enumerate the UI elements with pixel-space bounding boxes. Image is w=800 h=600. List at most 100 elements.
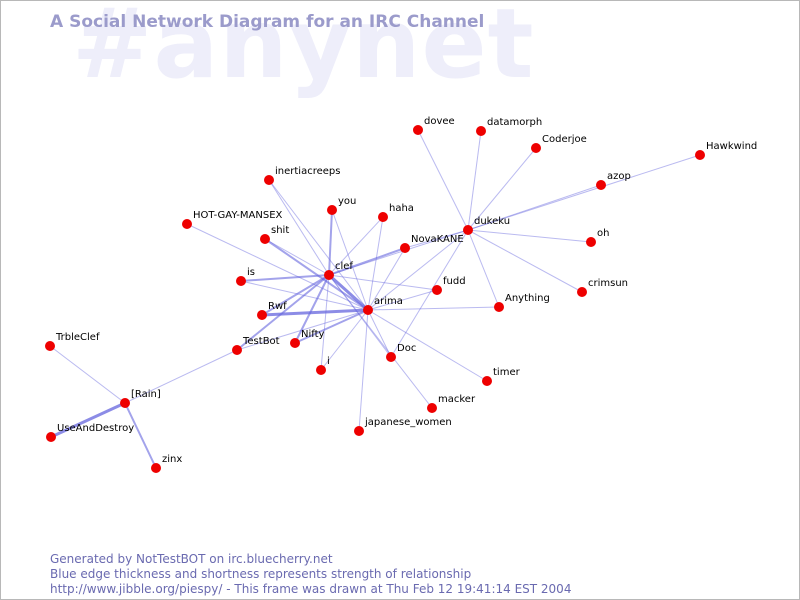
node-shit <box>260 234 270 244</box>
edge-dukeku-coderjoe <box>467 147 537 231</box>
edge-clef-macker <box>328 274 433 409</box>
node-you <box>327 205 337 215</box>
node-anything <box>494 302 504 312</box>
node-datamorph <box>476 126 486 136</box>
footer-generated-by: Generated by NotTestBOT on irc.bluecherr… <box>50 552 333 566</box>
edge-arima-rwf <box>261 308 369 317</box>
node-azop <box>596 180 606 190</box>
node-hawkwind <box>695 150 705 160</box>
edge-dukeku-oh <box>467 229 592 243</box>
edge-arima-you <box>331 209 369 311</box>
edge-arima-haha <box>367 216 384 311</box>
edge-dukeku-doc <box>390 229 469 358</box>
node-label-clef: clef <box>335 261 353 272</box>
node-label-anything: Anything <box>505 293 550 304</box>
edge-arima-hot-gay-mansex <box>186 223 369 311</box>
node-doc <box>386 352 396 362</box>
node-label-inertiacreeps: inertiacreeps <box>275 166 340 177</box>
node-label-you: you <box>338 196 356 207</box>
node-trbleclef <box>45 341 55 351</box>
node-is <box>236 276 246 286</box>
node-japanese-women <box>354 426 364 436</box>
node-fudd <box>432 285 442 295</box>
footer-frame-info: http://www.jibble.org/piespy/ - This fra… <box>50 582 572 596</box>
node-label-oh: oh <box>597 228 609 239</box>
node-haha <box>378 212 388 222</box>
node-label-dukeku: dukeku <box>474 216 510 227</box>
edge-dukeku-datamorph <box>467 130 482 231</box>
edge-clef-nifty <box>294 274 330 344</box>
edge-dukeku-hawkwind <box>467 154 701 231</box>
node-rwf <box>257 310 267 320</box>
edge-rain-useanddestroy <box>50 401 126 439</box>
node-label-shit: shit <box>271 225 289 236</box>
edge-arima-novakane <box>367 247 406 311</box>
edge-arima-testbot <box>236 309 369 351</box>
node-oh <box>586 237 596 247</box>
node-label-rwf: Rwf <box>268 301 287 312</box>
node-label-hot-gay-mansex: HOT-GAY-MANSEX <box>193 210 283 221</box>
node-label-fudd: fudd <box>443 276 466 287</box>
edge-arima-timer <box>367 309 488 382</box>
edge-arima-fudd <box>367 289 438 311</box>
node-testbot <box>232 345 242 355</box>
node-label-nifty: Nifty <box>301 329 325 340</box>
node-label-i: i <box>327 356 330 367</box>
edge-arima-is <box>240 280 369 311</box>
node-useanddestroy <box>46 432 56 442</box>
edge-arima-japanese-women <box>358 309 369 432</box>
node-clef <box>324 270 334 280</box>
node-label-is: is <box>247 267 255 278</box>
footer: Generated by NotTestBOT on irc.bluecherr… <box>50 552 571 597</box>
edge-dukeku-dovee <box>417 129 469 231</box>
node-hot-gay-mansex <box>182 219 192 229</box>
node-label-crimsun: crimsun <box>588 278 628 289</box>
edge-clef-shit <box>264 238 330 276</box>
edge-clef-novakane <box>328 247 406 276</box>
node-label-doc: Doc <box>397 343 416 354</box>
node-layer <box>45 125 705 473</box>
edge-arima-anything <box>367 306 500 311</box>
edge-rain-zinx <box>124 402 157 469</box>
node-timer <box>482 376 492 386</box>
edge-layer <box>49 129 701 469</box>
edge-arima-inertiacreeps <box>268 179 369 311</box>
node-label-coderjoe: Coderjoe <box>542 134 587 145</box>
edge-rain-trbleclef <box>49 345 126 404</box>
edge-clef-you <box>328 209 333 276</box>
edge-clef-haha <box>328 216 384 276</box>
node-coderjoe <box>531 143 541 153</box>
edge-clef-rwf <box>261 274 330 316</box>
edge-clef-doc <box>328 274 392 358</box>
edge-arima-i <box>320 309 369 371</box>
edge-dukeku-novakane <box>404 229 469 249</box>
edge-clef-is <box>240 274 330 282</box>
edge-dukeku-anything <box>467 229 500 308</box>
node-label-novakane: NovaKANE <box>411 234 464 245</box>
node-i <box>316 365 326 375</box>
node-label-arima: arima <box>374 296 403 307</box>
node-inertiacreeps <box>264 175 274 185</box>
edge-dukeku-azop <box>467 184 602 231</box>
edge-clef-fudd <box>328 274 438 291</box>
node-label-useanddestroy: UseAndDestroy <box>57 423 134 434</box>
node-label-haha: haha <box>389 203 414 214</box>
node-label-dovee: dovee <box>424 116 455 127</box>
node-label-timer: timer <box>493 367 521 378</box>
node-arima <box>363 305 373 315</box>
channel-watermark: #anynet <box>72 0 535 100</box>
node-label-macker: macker <box>438 394 476 405</box>
edge-clef-inertiacreeps <box>268 179 330 276</box>
node-macker <box>427 403 437 413</box>
node-novakane <box>400 243 410 253</box>
node-label-zinx: zinx <box>162 454 182 465</box>
node-label-rain: [Rain] <box>131 389 161 400</box>
edge-clef-arima <box>327 273 370 312</box>
node-label-japanese-women: japanese_women <box>364 417 452 428</box>
edge-dukeku-crimsun <box>467 229 583 293</box>
node-nifty <box>290 338 300 348</box>
node-label-azop: azop <box>607 171 631 182</box>
